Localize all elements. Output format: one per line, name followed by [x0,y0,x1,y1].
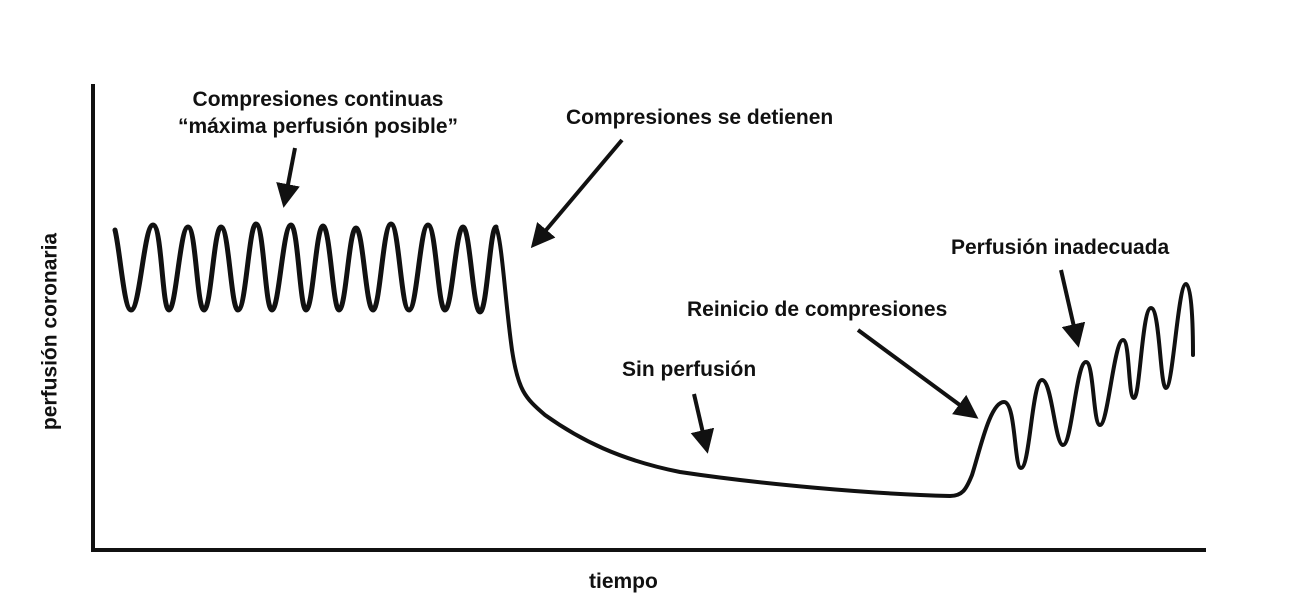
y-axis-label: perfusión coronaria [38,232,62,431]
x-axis-label: tiempo [589,570,658,593]
label-continuous-line2: “máxima perfusión posible” [177,115,459,138]
label-inadequate: Perfusión inadecuada [951,236,1170,259]
label-continuous-line1: Compresiones continuas [192,88,444,111]
label-continuous: Compresiones continuas “máxima perfusión… [160,86,476,140]
arrow-continuous [276,147,300,208]
arrow-restart [856,328,979,419]
label-stopped: Compresiones se detienen [566,106,834,129]
arrow-stopped [530,138,624,249]
label-restart: Reinicio de compresiones [687,298,948,321]
perfusion-decay-curve [494,225,1195,499]
arrow-inadequate [1059,269,1086,348]
continuous-compression-wave [112,221,499,315]
arrow-no-perfusion [690,393,715,454]
label-no-perfusion: Sin perfusión [622,358,757,381]
